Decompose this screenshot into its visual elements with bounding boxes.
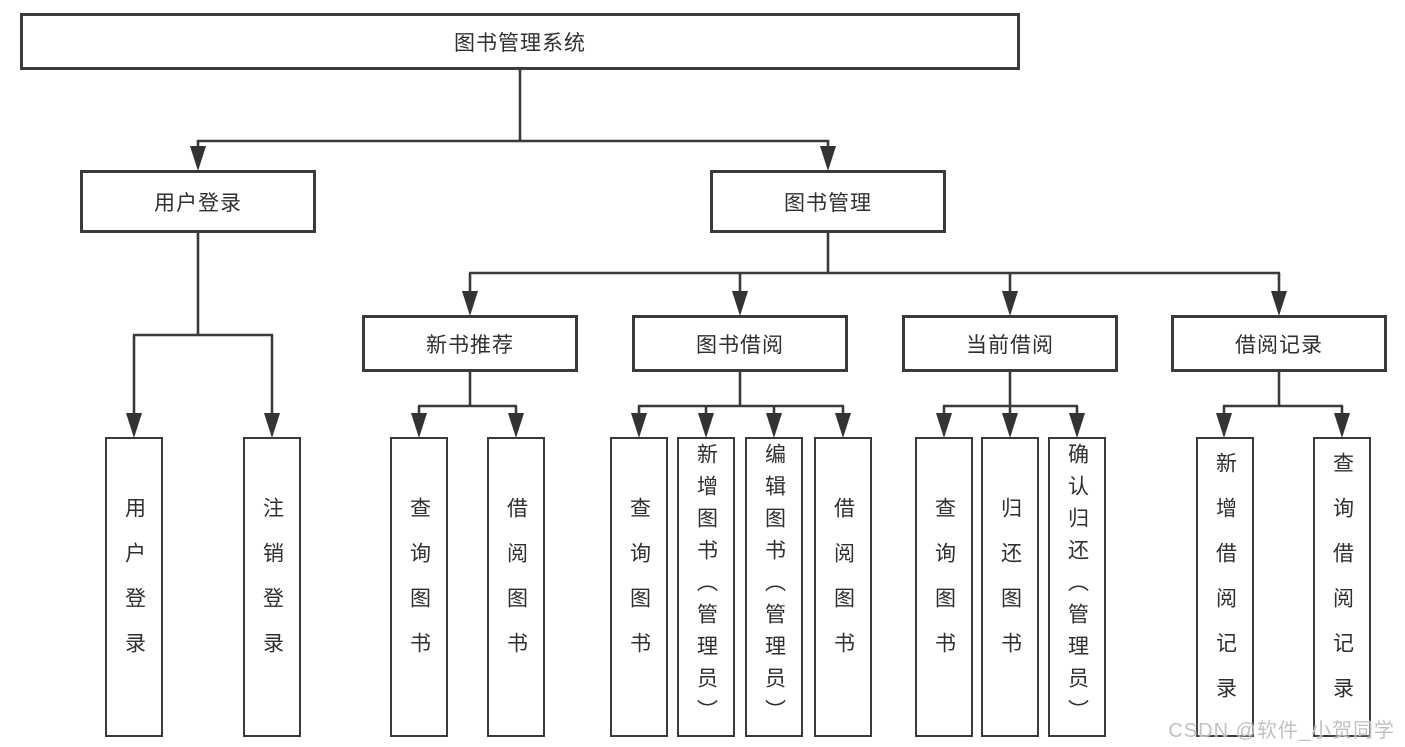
leaf-user-login: 用户登录 xyxy=(105,437,163,737)
leaf-label: 确认归还（管理员） xyxy=(1065,443,1089,731)
node-label: 图书借阅 xyxy=(696,333,784,357)
leaf-return-books: 归还图书 xyxy=(981,437,1039,737)
leaf-label: 用户登录 xyxy=(122,497,146,677)
leaf-borrow-books: 借阅图书 xyxy=(814,437,872,737)
node-user-login: 用户登录 xyxy=(80,170,316,233)
leaf-label: 新增图书（管理员） xyxy=(694,443,718,731)
node-book-management: 图书管理 xyxy=(710,170,946,233)
leaf-label: 查询图书 xyxy=(627,497,651,677)
csdn-watermark: CSDN @软件_小贺同学 xyxy=(1168,720,1395,742)
leaf-label: 借阅图书 xyxy=(504,497,528,677)
leaf-label: 编辑图书（管理员） xyxy=(762,443,786,731)
node-label: 新书推荐 xyxy=(426,333,514,357)
node-label: 图书管理系统 xyxy=(454,31,586,55)
node-root-system: 图书管理系统 xyxy=(20,13,1020,70)
leaf-query-borrow-record: 查询借阅记录 xyxy=(1313,437,1371,737)
node-label: 图书管理 xyxy=(784,191,872,215)
leaf-label: 借阅图书 xyxy=(831,497,855,677)
leaf-query-books-borrow: 查询图书 xyxy=(610,437,668,737)
leaf-label: 归还图书 xyxy=(998,497,1022,677)
leaf-add-books-admin: 新增图书（管理员） xyxy=(677,437,735,737)
leaf-label: 注销登录 xyxy=(260,497,284,677)
leaf-label: 查询借阅记录 xyxy=(1330,452,1354,722)
leaf-borrow-books-recommend: 借阅图书 xyxy=(487,437,545,737)
node-borrow-records: 借阅记录 xyxy=(1171,315,1387,372)
node-current-borrow: 当前借阅 xyxy=(902,315,1118,372)
leaf-add-borrow-record: 新增借阅记录 xyxy=(1196,437,1254,737)
node-label: 用户登录 xyxy=(154,191,242,215)
leaf-label: 查询图书 xyxy=(932,497,956,677)
leaf-label: 查询图书 xyxy=(407,497,431,677)
arrowheads xyxy=(126,146,1350,438)
leaf-query-books-current: 查询图书 xyxy=(915,437,973,737)
leaf-confirm-return-admin: 确认归还（管理员） xyxy=(1048,437,1106,737)
node-label: 当前借阅 xyxy=(966,333,1054,357)
node-new-book-recommend: 新书推荐 xyxy=(362,315,578,372)
node-label: 借阅记录 xyxy=(1235,333,1323,357)
leaf-query-books-recommend: 查询图书 xyxy=(390,437,448,737)
leaf-edit-books-admin: 编辑图书（管理员） xyxy=(745,437,803,737)
leaf-label: 新增借阅记录 xyxy=(1213,452,1237,722)
node-book-borrow: 图书借阅 xyxy=(632,315,848,372)
leaf-logout: 注销登录 xyxy=(243,437,301,737)
